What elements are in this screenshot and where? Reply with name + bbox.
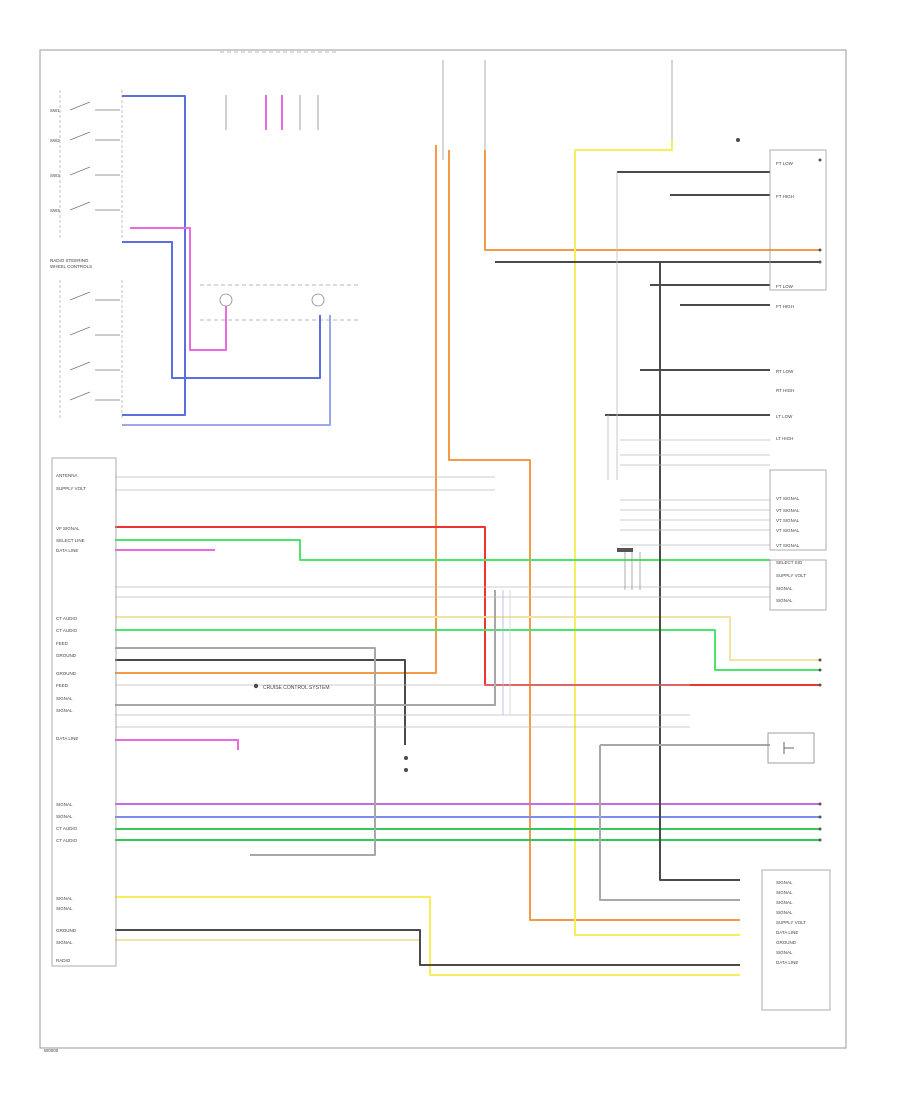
- svg-text:SELECT SIG: SELECT SIG: [776, 560, 803, 565]
- svg-text:RADIO: RADIO: [56, 958, 71, 963]
- svg-text:SIGNAL: SIGNAL: [776, 880, 793, 885]
- right-connector-ticks: [818, 158, 822, 842]
- svg-text:CT AUDIO: CT AUDIO: [56, 838, 78, 843]
- audio-amplifier: [736, 138, 827, 291]
- page-code: W0000: [44, 1048, 59, 1053]
- svg-text:CRUISE CONTROL SYSTEM: CRUISE CONTROL SYSTEM: [263, 685, 330, 691]
- svg-text:FT LOW: FT LOW: [776, 161, 794, 166]
- svg-text:FEED: FEED: [56, 683, 69, 688]
- svg-text:SIGNAL: SIGNAL: [776, 900, 793, 905]
- svg-text:GROUND: GROUND: [776, 940, 797, 945]
- wire-yellow-bottom: [115, 896, 740, 976]
- svg-text:SW2: SW2: [50, 138, 60, 143]
- svg-text:FEED: FEED: [56, 641, 69, 646]
- svg-text:WHEEL CONTROLS: WHEEL CONTROLS: [50, 264, 92, 269]
- svg-text:SIGNAL: SIGNAL: [56, 708, 73, 713]
- svg-text:GROUND: GROUND: [56, 928, 77, 933]
- wire-gray-2: [115, 590, 496, 706]
- wire-pink-1: [130, 227, 227, 351]
- svg-text:DATA LINE: DATA LINE: [56, 736, 78, 741]
- svg-text:SUPPLY VOLT: SUPPLY VOLT: [56, 486, 86, 491]
- svg-text:FT HIGH: FT HIGH: [776, 194, 794, 199]
- wire-tan-1: [115, 616, 820, 661]
- svg-text:LT LOW: LT LOW: [776, 414, 793, 419]
- svg-text:SIGNAL: SIGNAL: [56, 814, 73, 819]
- svg-text:SIGNAL: SIGNAL: [776, 598, 793, 603]
- svg-text:SIGNAL: SIGNAL: [56, 896, 73, 901]
- svg-text:SIGNAL: SIGNAL: [56, 940, 73, 945]
- svg-text:SUPPLY VOLT: SUPPLY VOLT: [776, 573, 806, 578]
- svg-text:RT HIGH: RT HIGH: [776, 388, 794, 393]
- instrument-cluster: [769, 469, 827, 551]
- svg-text:SIGNAL: SIGNAL: [776, 890, 793, 895]
- svg-text:SW3: SW3: [50, 173, 60, 178]
- svg-text:SIGNAL: SIGNAL: [776, 586, 793, 591]
- svg-text:SIGNAL: SIGNAL: [776, 950, 793, 955]
- wire-orange-right: [448, 150, 740, 921]
- svg-text:SELECT LINE: SELECT LINE: [56, 538, 85, 543]
- svg-text:RADIO STEERING: RADIO STEERING: [50, 258, 89, 263]
- diagram-frame: [39, 49, 847, 1049]
- svg-text:SIGNAL: SIGNAL: [56, 906, 73, 911]
- junction-connector: [617, 548, 641, 590]
- svg-text:VT SIGNAL: VT SIGNAL: [776, 496, 800, 501]
- svg-text:VT SIGNAL: VT SIGNAL: [776, 518, 800, 523]
- navigation-antenna: [767, 732, 815, 764]
- svg-text:SW1: SW1: [50, 108, 60, 113]
- wire-blue-2: [122, 241, 321, 379]
- svg-text:CT AUDIO: CT AUDIO: [56, 616, 78, 621]
- svg-text:SW4: SW4: [50, 208, 60, 213]
- svg-text:SIGNAL: SIGNAL: [56, 802, 73, 807]
- body-control-module: [51, 457, 117, 967]
- fuse-block: [200, 95, 360, 321]
- wire-yellow-top: [574, 140, 740, 936]
- svg-text:DATA LINE: DATA LINE: [56, 548, 78, 553]
- svg-text:FT HIGH: FT HIGH: [776, 304, 794, 309]
- radio-connector-callout: [404, 756, 408, 772]
- dlc: [769, 559, 827, 611]
- wire-black-2: [115, 929, 740, 966]
- wire-gray-4: [599, 745, 740, 901]
- wire-green-1: [115, 539, 770, 561]
- svg-text:LT HIGH: LT HIGH: [776, 436, 793, 441]
- wire-lightblue: [122, 315, 331, 426]
- svg-text:ANTENNA: ANTENNA: [56, 473, 78, 478]
- svg-text:DATA LINE: DATA LINE: [776, 960, 798, 965]
- wire-orange-main: [115, 145, 437, 674]
- svg-text:CT AUDIO: CT AUDIO: [56, 826, 78, 831]
- svg-text:CT AUDIO: CT AUDIO: [56, 628, 78, 633]
- wire-black-1: [115, 659, 406, 745]
- wire-black-4: [659, 262, 740, 881]
- thin-wires: [115, 172, 770, 728]
- wires: [115, 95, 820, 976]
- bcm-pin-labels: ANTENNA SUPPLY VOLT VF SIGNAL SELECT LIN…: [56, 473, 86, 963]
- radio: [761, 869, 831, 1011]
- wire-green-2: [115, 629, 820, 671]
- svg-text:VT SIGNAL: VT SIGNAL: [776, 543, 800, 548]
- svg-text:FT LOW: FT LOW: [776, 284, 794, 289]
- hot-at-all-times-fuse: [442, 60, 486, 160]
- svg-text:GROUND: GROUND: [56, 671, 77, 676]
- cruise-control-system: CRUISE CONTROL SYSTEM: [253, 683, 330, 691]
- svg-text:VT SIGNAL: VT SIGNAL: [776, 528, 800, 533]
- svg-text:SUPPLY VOLT: SUPPLY VOLT: [776, 920, 806, 925]
- wire-blue-1: [122, 95, 186, 416]
- svg-text:GROUND: GROUND: [56, 653, 77, 658]
- svg-text:VT SIGNAL: VT SIGNAL: [776, 508, 800, 513]
- svg-text:DATA LINE: DATA LINE: [776, 930, 798, 935]
- right-pin-labels: FT LOW FT HIGH FT LOW FT HIGH RT LOW RT …: [776, 161, 806, 965]
- svg-text:SIGNAL: SIGNAL: [776, 910, 793, 915]
- svg-text:RT LOW: RT LOW: [776, 369, 794, 374]
- wire-orange-2: [484, 150, 820, 251]
- svg-text:VF SIGNAL: VF SIGNAL: [56, 526, 80, 531]
- wire-gray-1: [115, 647, 376, 856]
- wire-pink-mid: [115, 739, 239, 750]
- svg-text:SIGNAL: SIGNAL: [56, 696, 73, 701]
